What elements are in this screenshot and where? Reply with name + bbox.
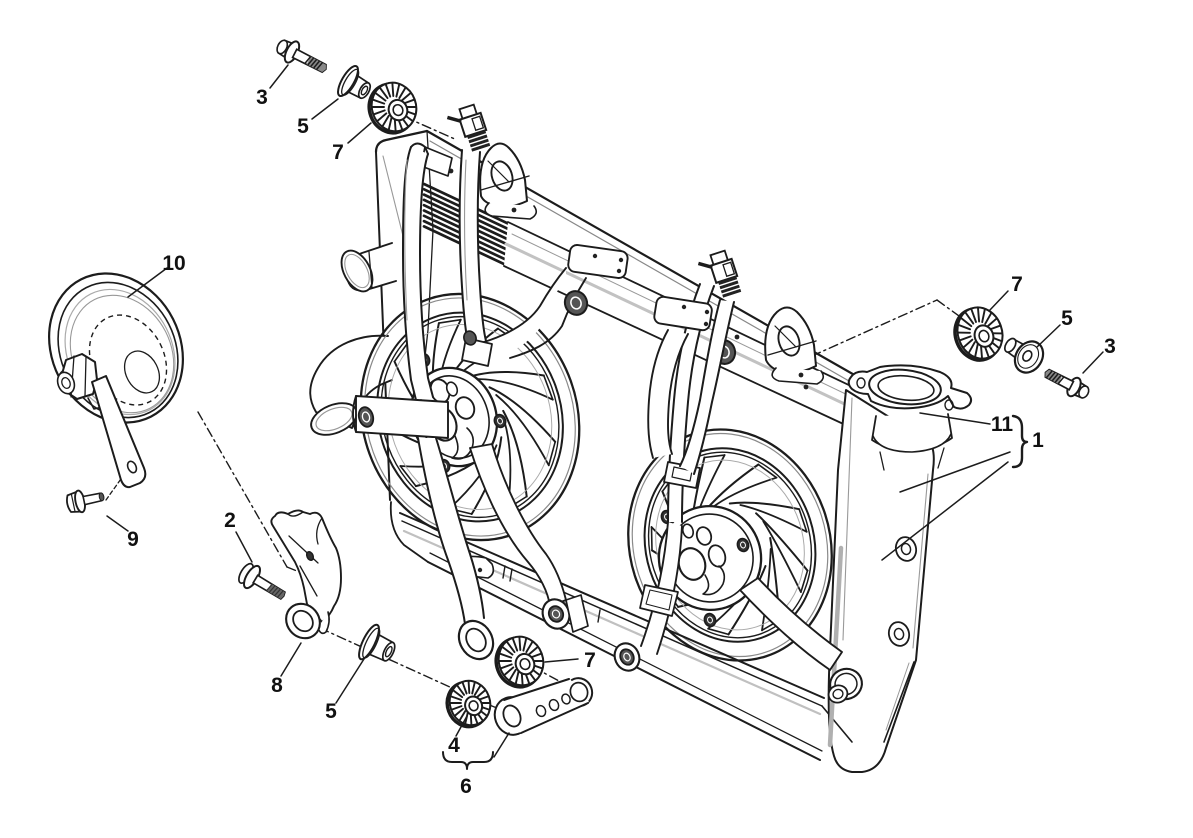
svg-text:5: 5 [325,700,337,723]
svg-text:5: 5 [1061,307,1073,330]
svg-text:1: 1 [1032,429,1044,452]
svg-text:2: 2 [224,509,236,532]
svg-text:10: 10 [162,252,185,275]
svg-text:7: 7 [332,141,344,164]
svg-text:8: 8 [271,674,283,697]
svg-text:9: 9 [127,528,139,551]
svg-text:7: 7 [1011,273,1023,296]
svg-text:4: 4 [448,734,460,757]
svg-text:6: 6 [460,775,472,798]
svg-text:3: 3 [1104,335,1116,358]
svg-text:11: 11 [991,413,1014,436]
svg-text:5: 5 [297,115,309,138]
svg-text:7: 7 [584,649,596,672]
svg-text:3: 3 [256,86,268,109]
